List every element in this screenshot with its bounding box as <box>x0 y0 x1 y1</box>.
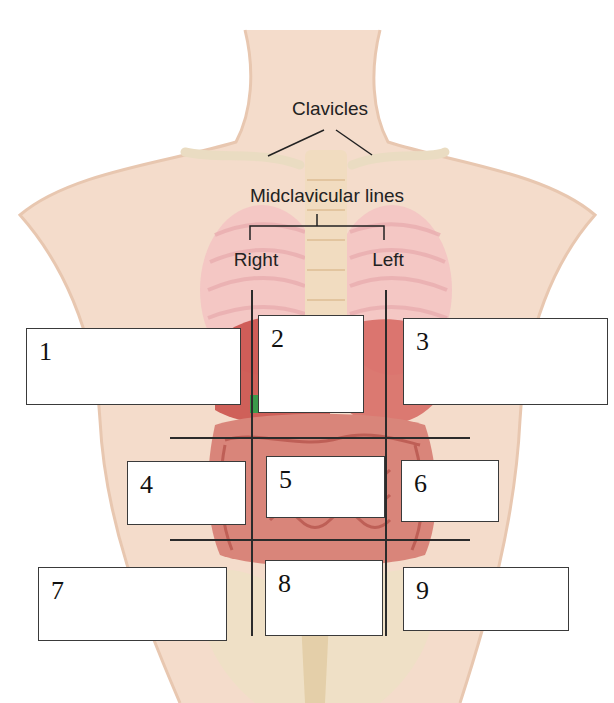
side-label: Left <box>372 250 404 271</box>
callout-number: 7 <box>39 568 64 604</box>
callout-number: 6 <box>402 461 427 497</box>
callout-number: 3 <box>404 319 429 355</box>
answer-box: 1 <box>26 328 241 405</box>
bracket <box>250 214 384 240</box>
callout-number: 5 <box>267 457 292 493</box>
answer-box: 2 <box>258 315 364 413</box>
side-label: Right <box>234 250 278 271</box>
answer-box: 7 <box>38 567 227 641</box>
answer-box: 4 <box>127 461 246 525</box>
answer-box: 6 <box>401 460 499 522</box>
callout-number: 1 <box>27 329 52 365</box>
leader-line <box>268 130 372 156</box>
answer-box: 5 <box>266 456 385 518</box>
answer-box: 9 <box>403 567 569 631</box>
callout-number: 9 <box>404 568 429 604</box>
line-label: Midclavicular lines <box>250 186 404 207</box>
callout-number: 8 <box>266 561 291 597</box>
answer-box: 8 <box>265 560 383 636</box>
answer-box: 3 <box>403 318 608 405</box>
bone-label: Clavicles <box>292 99 368 120</box>
callout-number: 2 <box>259 316 284 352</box>
callout-number: 4 <box>128 462 153 498</box>
